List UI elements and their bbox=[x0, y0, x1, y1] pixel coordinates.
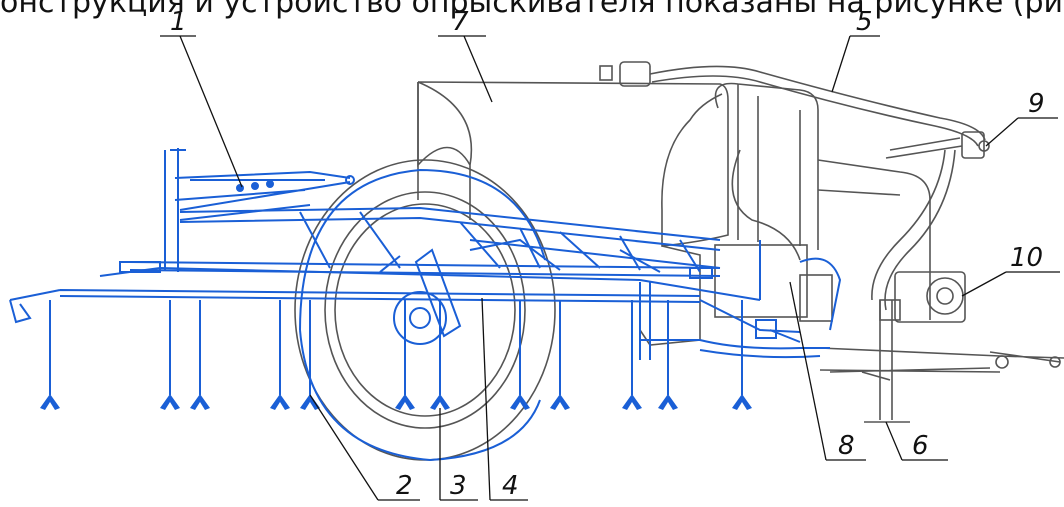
nozzle-drops bbox=[49, 300, 743, 395]
drawbar bbox=[819, 347, 1064, 373]
pipe-frame bbox=[714, 82, 819, 250]
callout-label: 1 bbox=[170, 7, 187, 37]
tank-lid bbox=[599, 65, 613, 81]
callout-6: 6 bbox=[885, 421, 948, 461]
wheel-hub bbox=[393, 291, 447, 345]
hitch-linkage bbox=[164, 148, 351, 272]
boom-bar bbox=[9, 266, 761, 324]
nozzle-block bbox=[885, 131, 990, 159]
callout-label: 4 bbox=[502, 471, 519, 501]
boom-truss bbox=[129, 206, 721, 277]
callout-label: 6 bbox=[912, 431, 929, 461]
support-stand bbox=[861, 300, 910, 423]
callout-8: 8 bbox=[789, 281, 866, 461]
callout-label: 3 bbox=[450, 471, 467, 501]
center-strut bbox=[379, 248, 462, 338]
callout-label: 7 bbox=[452, 7, 469, 37]
callout-7: 7 bbox=[438, 7, 493, 103]
nozzle-tips bbox=[40, 394, 752, 410]
spray-boom bbox=[9, 148, 842, 462]
callout-1: 1 bbox=[160, 7, 243, 188]
callout-9: 9 bbox=[985, 89, 1058, 147]
caption-strip: онструкция и устройство опрыскивателя по… bbox=[0, 0, 1064, 22]
machine-body bbox=[294, 61, 1064, 461]
callout-10: 10 bbox=[961, 243, 1060, 297]
callout-label: 9 bbox=[1028, 89, 1045, 119]
wheel-tire bbox=[299, 168, 546, 462]
callout-label: 5 bbox=[856, 7, 873, 37]
callout-5: 5 bbox=[831, 7, 880, 93]
top-hose bbox=[649, 65, 986, 141]
callout-label: 10 bbox=[1010, 243, 1043, 273]
figure-caption: онструкция и устройство опрыскивателя по… bbox=[0, 0, 1064, 20]
callout-label: 8 bbox=[838, 431, 855, 461]
filter-housing bbox=[619, 61, 651, 87]
pump bbox=[879, 271, 966, 323]
callout-label: 2 bbox=[396, 471, 413, 501]
tank bbox=[417, 81, 729, 247]
distributor bbox=[799, 274, 833, 322]
callout-3: 3 bbox=[439, 408, 478, 501]
callout-4: 4 bbox=[481, 297, 528, 501]
callout-2: 2 bbox=[309, 394, 420, 501]
